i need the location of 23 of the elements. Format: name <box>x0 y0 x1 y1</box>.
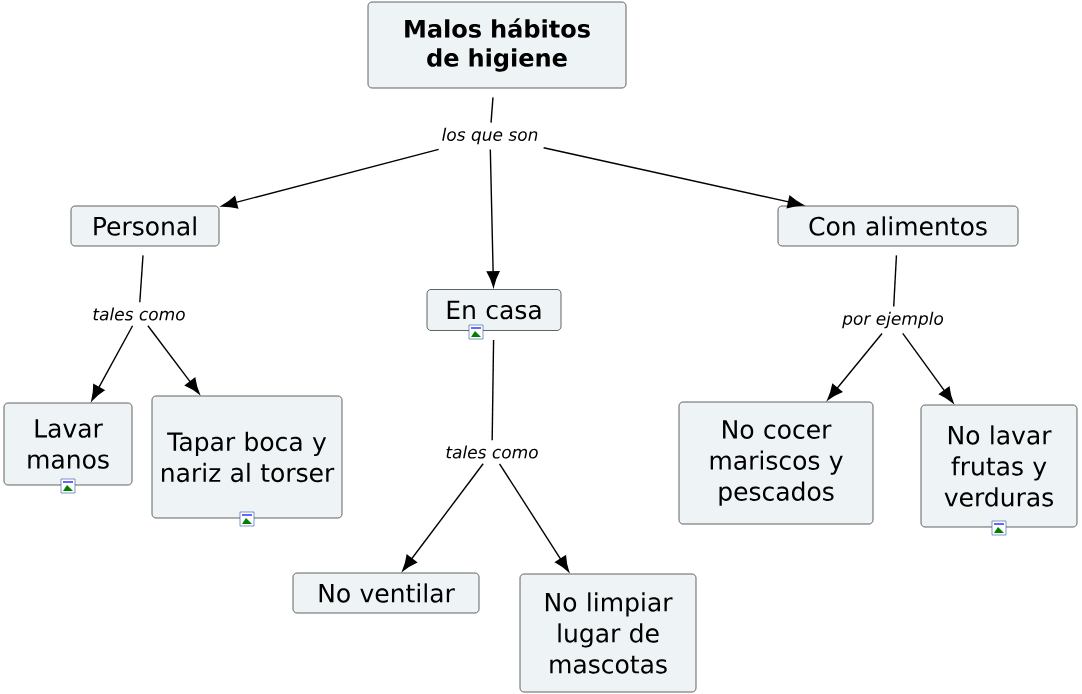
concept-box: Personal <box>70 205 220 247</box>
concept-box: Lavar manos <box>3 402 133 486</box>
linking-phrase: tales como <box>446 445 538 459</box>
arrow <box>91 325 134 401</box>
concept-box: En casa <box>426 289 562 331</box>
arrow <box>827 332 883 401</box>
arrow <box>221 148 440 209</box>
concept-box: No lavar frutas y verduras <box>920 404 1078 528</box>
arrow <box>498 463 570 572</box>
concept-box: Malos hábitos de higiene <box>367 1 627 89</box>
concept-box: Tapar boca y nariz al torser <box>151 395 343 519</box>
linking-phrase: por ejemplo <box>842 311 944 329</box>
concept-box: No limpiar lugar de mascotas <box>519 573 697 693</box>
linking-phrase: los que son <box>442 127 538 145</box>
arrow <box>902 332 954 404</box>
linking-phrase: tales como <box>93 307 185 321</box>
arrow <box>542 147 804 209</box>
arrow <box>147 325 200 395</box>
arrow <box>402 463 484 572</box>
arrow <box>486 148 500 287</box>
concept-box: No cocer mariscos y pescados <box>678 401 874 525</box>
concept-box: Con alimentos <box>777 205 1019 247</box>
concept-box: No ventilar <box>292 572 480 614</box>
